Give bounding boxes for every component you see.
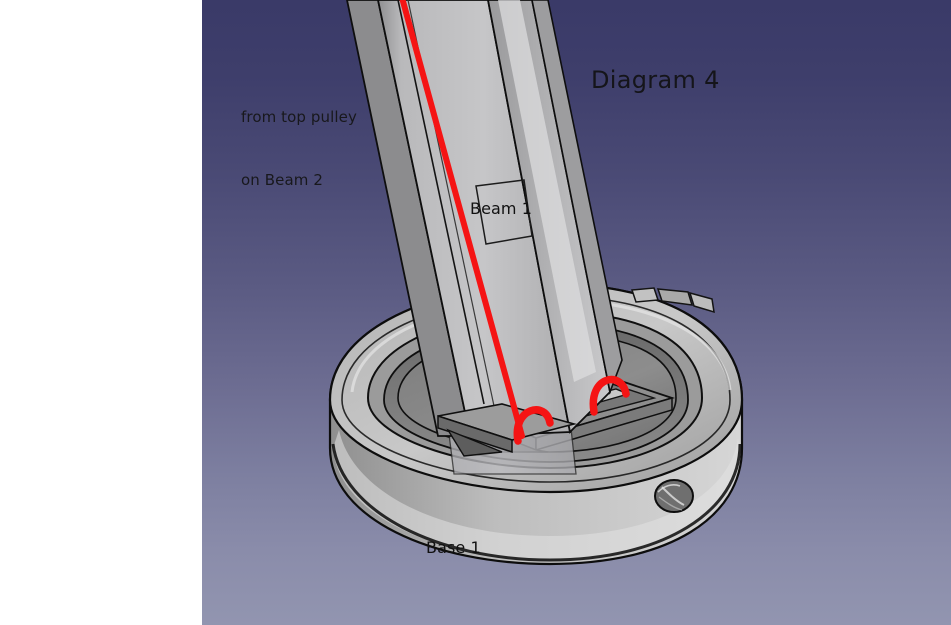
- label-base-1: Base 1: [426, 538, 481, 557]
- beam-step-cut: [475, 179, 533, 245]
- base-front-highlight: [333, 430, 740, 560]
- beam-far-edge: [531, 0, 623, 395]
- base-through-hole: [654, 479, 694, 513]
- label-beam-1: Beam 1: [470, 199, 533, 218]
- part-beam-1[interactable]: [346, 0, 623, 475]
- cad-model-render[interactable]: [202, 0, 951, 625]
- beam-base-flange-front: [437, 414, 513, 454]
- cad-3d-viewport[interactable]: from top pulley on Beam 2 Diagram 4 Beam…: [202, 0, 951, 625]
- left-white-margin: [0, 0, 202, 625]
- diagram-title: Diagram 4: [591, 66, 720, 94]
- cable-loop-left: [513, 406, 554, 445]
- base-back-notch: [630, 287, 715, 314]
- annotation-from-top-pulley: from top pulley on Beam 2: [241, 65, 357, 233]
- cable-route: [399, 0, 630, 445]
- cable-main-line: [399, 0, 525, 439]
- cable-loop-right: [589, 375, 630, 416]
- base-bottom-edge-shadow: [331, 443, 742, 562]
- annotation-line-2: on Beam 2: [241, 171, 323, 189]
- beam-channel-edge-1: [397, 0, 485, 405]
- beam-gusset: [446, 428, 503, 457]
- annotation-line-1: from top pulley: [241, 108, 357, 126]
- beam-right-highlight: [498, 0, 596, 382]
